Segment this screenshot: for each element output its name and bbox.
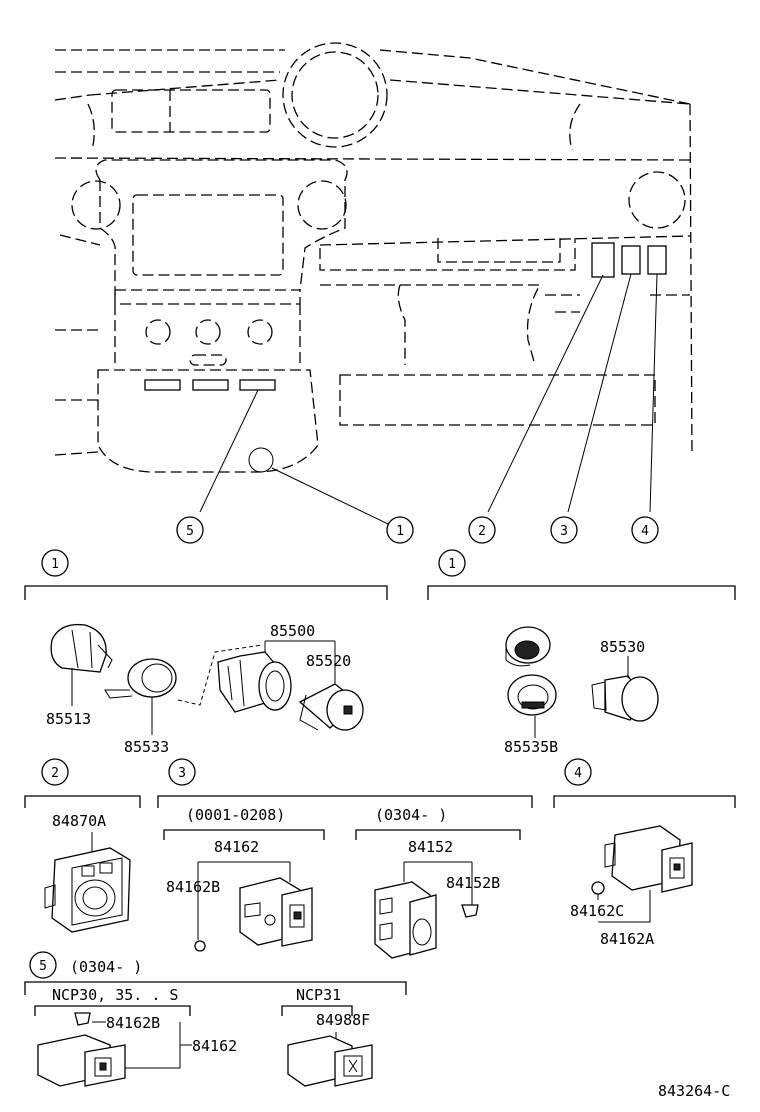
label-parts-p85500: 85500: [270, 622, 315, 640]
label-parts-p85530: 85530: [600, 638, 645, 656]
label-callouts-c4a: 4: [641, 524, 649, 539]
label-parts-p84162b-b: 84162B: [106, 1014, 160, 1032]
section-5-switches: 5 (0304- ) NCP30, 35. . S NCP31 84162B 8…: [24, 951, 407, 1087]
label-groups-g5-left: NCP30, 35. . S: [52, 986, 178, 1004]
label-parts-p85513: 85513: [46, 710, 91, 728]
switch-84870a-part: [44, 847, 131, 933]
label-parts-p84162-b: 84162: [192, 1037, 237, 1055]
label-callouts-s1b: 1: [448, 557, 456, 572]
lighter-plug-85520-part: [298, 683, 364, 731]
label-callouts-c5a: 5: [186, 524, 194, 539]
sleeve-85513-part: [50, 623, 113, 673]
ring-85533-part: [104, 658, 177, 699]
callout-1-overview: 1: [386, 516, 414, 544]
label-parts-p85533: 85533: [124, 738, 169, 756]
callout-5-overview: 5: [176, 516, 204, 544]
section-3-switches: 3 (0001-0208) 84162 84162B (0304- ) 8415…: [157, 758, 533, 959]
switch-84162a-part: [604, 825, 693, 893]
label-parts-p84162c: 84162C: [570, 902, 624, 920]
callout-2-overview: 2: [468, 516, 496, 544]
label-callouts-c1a: 1: [396, 524, 404, 539]
diagram-code: 843264-C: [658, 1082, 730, 1100]
label-callouts-s5: 5: [39, 959, 47, 974]
label-parts-p85520: 85520: [306, 652, 351, 670]
section-4-switch: 4 84162C 84162A: [553, 758, 736, 948]
switch-84152-part: [374, 881, 437, 959]
label-parts-p84988f: 84988F: [316, 1011, 370, 1029]
switch-84988f-part: [287, 1035, 373, 1087]
label-parts-p84152: 84152: [408, 838, 453, 856]
label-groups-g3-left: (0001-0208): [186, 806, 285, 824]
lighter-body-85500-part: [217, 651, 292, 713]
switch-84162-ncp30-part: [37, 1034, 126, 1087]
callout-4-overview: 4: [631, 516, 659, 544]
label-parts-p84870a: 84870A: [52, 812, 106, 830]
label-parts-p84162-a: 84162: [214, 838, 259, 856]
label-callouts-s3: 3: [178, 766, 186, 781]
label-parts-p84152b: 84152B: [446, 874, 500, 892]
callout-3-overview: 3: [550, 516, 578, 544]
label-groups-g5-right: NCP31: [296, 986, 341, 1004]
label-callouts-c2a: 2: [478, 524, 486, 539]
label-callouts-s2: 2: [51, 766, 59, 781]
dashboard-overview: [54, 42, 693, 525]
socket-85535b-part: [505, 626, 557, 716]
label-parts-p84162b-a: 84162B: [166, 878, 220, 896]
label-callouts-c3a: 3: [560, 524, 568, 539]
section-2-switch: 2 84870A: [24, 758, 141, 933]
section-1-cigarette-lighter: 1 85513 85533: [24, 549, 388, 756]
plug-85530-part: [591, 675, 659, 722]
label-groups-g5: (0304- ): [70, 958, 142, 976]
label-parts-p85535b: 85535B: [504, 738, 558, 756]
label-callouts-s1a: 1: [51, 557, 59, 572]
label-callouts-s4: 4: [574, 766, 582, 781]
label-groups-g3-right: (0304- ): [375, 806, 447, 824]
switch-84162-part: [239, 877, 313, 947]
label-parts-p84162a: 84162A: [600, 930, 654, 948]
section-1-power-outlet: 1 85535B 85530: [427, 549, 736, 756]
